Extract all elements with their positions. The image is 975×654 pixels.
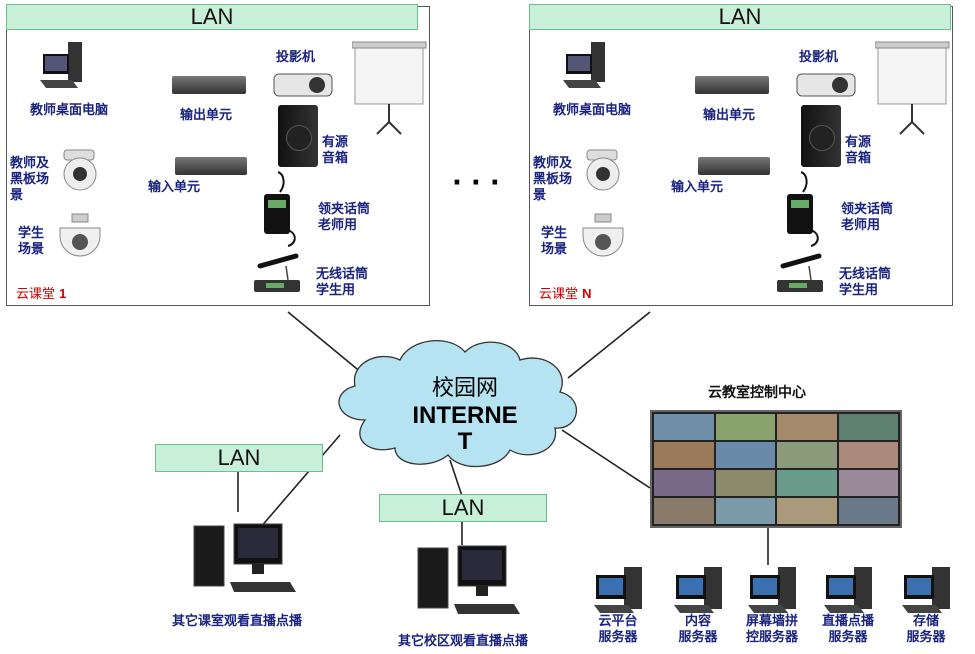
lan-label: LAN bbox=[441, 495, 485, 520]
other-campus-label: 其它校区观看直播点播 bbox=[398, 634, 529, 649]
teacher-pc-label: 教师桌面电脑 bbox=[553, 103, 632, 118]
other-classroom-label: 其它课室观看直播点播 bbox=[172, 614, 303, 629]
projection-screen-icon bbox=[874, 40, 950, 139]
classroom-1-lan-bar: LAN bbox=[6, 4, 418, 30]
other-campus-pc-icon bbox=[414, 542, 524, 626]
cloud-label: 校园网 INTERNE T bbox=[380, 376, 550, 454]
lapel-mic-label: 领夹话筒 老师用 bbox=[841, 202, 894, 233]
storage-server-icon bbox=[902, 565, 962, 619]
lapel-mic-icon bbox=[258, 170, 302, 254]
other-classroom-lan-bar: LAN bbox=[155, 444, 323, 472]
cloud-platform-server-label: 云平台 服务器 bbox=[598, 614, 638, 645]
lan-label: LAN bbox=[718, 4, 762, 29]
active-speaker-label: 有源 音箱 bbox=[845, 135, 872, 166]
input-unit-device-icon bbox=[698, 157, 770, 175]
input-unit-label: 输入单元 bbox=[148, 180, 201, 195]
student-camera-icon bbox=[579, 212, 627, 264]
classroom-name-number: 1 bbox=[59, 286, 67, 301]
classroom-name-prefix: 云课堂 bbox=[539, 287, 583, 302]
network-links bbox=[237, 311, 769, 565]
student-camera-icon bbox=[56, 212, 104, 264]
live-vod-server-icon bbox=[824, 565, 884, 619]
teacher-desktop-pc-icon bbox=[40, 40, 100, 94]
lan-label: LAN bbox=[190, 4, 234, 29]
wireless-mic-icon bbox=[252, 252, 304, 300]
output-unit-device-icon bbox=[695, 76, 769, 94]
teacher-camera-label: 教师及 黑板场 景 bbox=[533, 156, 573, 203]
teacher-desktop-pc-icon bbox=[563, 40, 623, 94]
campus-network-cloud bbox=[338, 340, 577, 468]
teacher-camera-icon bbox=[581, 148, 625, 198]
screen-wall-control-server-icon bbox=[748, 565, 808, 619]
other-campus-lan-bar: LAN bbox=[379, 494, 547, 522]
cloud-title: 校园网 bbox=[431, 376, 498, 401]
student-camera-label: 学生 场景 bbox=[18, 226, 45, 257]
classroom-ellipsis: · · · bbox=[452, 168, 500, 198]
lapel-mic-icon bbox=[781, 170, 825, 254]
output-unit-label: 输出单元 bbox=[703, 108, 756, 123]
input-unit-device-icon bbox=[175, 157, 247, 175]
cloud-internet-line2: T bbox=[457, 428, 473, 455]
teacher-camera-icon bbox=[58, 148, 102, 198]
other-classroom-pc-icon bbox=[190, 520, 300, 604]
classroom-n-lan-bar: LAN bbox=[529, 4, 951, 30]
classroom-name-number: N bbox=[582, 286, 592, 301]
storage-server-label: 存储 服务器 bbox=[906, 614, 946, 645]
classroom-name-prefix: 云课堂 bbox=[16, 287, 60, 302]
teacher-camera-label: 教师及 黑板场 景 bbox=[10, 156, 50, 203]
content-server-label: 内容 服务器 bbox=[678, 614, 718, 645]
wireless-mic-icon bbox=[775, 252, 827, 300]
teacher-pc-label: 教师桌面电脑 bbox=[30, 103, 109, 118]
live-vod-server-label: 直播点播 服务器 bbox=[821, 614, 874, 645]
projector-label: 投影机 bbox=[799, 50, 839, 65]
student-camera-label: 学生 场景 bbox=[541, 226, 568, 257]
lan-label: LAN bbox=[217, 445, 261, 470]
wireless-mic-label: 无线话筒 学生用 bbox=[839, 267, 892, 298]
wireless-mic-label: 无线话筒 学生用 bbox=[316, 267, 369, 298]
output-unit-label: 输出单元 bbox=[180, 108, 233, 123]
active-speaker-icon bbox=[801, 105, 841, 167]
screen-wall-control-server-label: 屏幕墙拼 控服务器 bbox=[745, 614, 798, 645]
lapel-mic-label: 领夹话筒 老师用 bbox=[318, 202, 371, 233]
classroom-1-name: 云课堂 1 bbox=[16, 283, 66, 302]
classroom-n-name: 云课堂 N bbox=[539, 283, 592, 302]
control-center-title: 云教室控制中心 bbox=[708, 385, 806, 401]
active-speaker-icon bbox=[278, 105, 318, 167]
cloud-platform-server-icon bbox=[594, 565, 654, 619]
projection-screen-icon bbox=[351, 40, 427, 139]
active-speaker-label: 有源 音箱 bbox=[322, 135, 349, 166]
projector-icon bbox=[272, 70, 336, 104]
input-unit-label: 输入单元 bbox=[671, 180, 724, 195]
output-unit-device-icon bbox=[172, 76, 246, 94]
projector-label: 投影机 bbox=[276, 50, 316, 65]
video-wall-icon bbox=[650, 410, 902, 528]
cloud-internet-line1: INTERNE bbox=[412, 402, 518, 429]
content-server-icon bbox=[674, 565, 734, 619]
projector-icon bbox=[795, 70, 859, 104]
